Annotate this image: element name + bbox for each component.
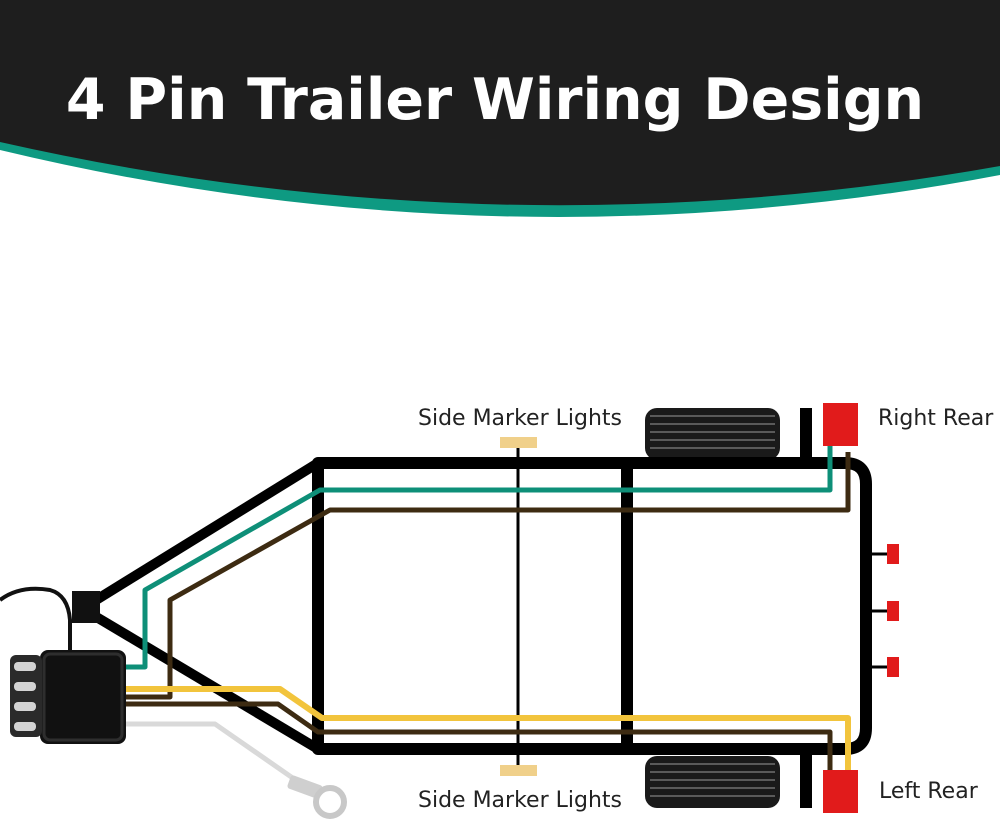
label-side-marker-top: Side Marker Lights <box>418 406 622 431</box>
tire-icon <box>645 756 780 808</box>
wire-green <box>126 446 833 670</box>
label-right-rear: Right Rear <box>878 406 994 431</box>
label-side-marker-bottom: Side Marker Lights <box>418 788 622 813</box>
wire-brown <box>126 452 851 770</box>
tail-light-icon <box>823 403 858 446</box>
connector-plug-icon <box>0 586 126 744</box>
wire-yellow <box>126 686 851 770</box>
clearance-lights <box>866 544 899 677</box>
header: 4 Pin Trailer Wiring Design <box>0 0 1000 217</box>
tail-light-icon <box>823 770 858 813</box>
marker-light-icon <box>500 437 537 448</box>
tail-light-icon <box>887 657 899 677</box>
tire-icon <box>645 408 780 460</box>
ring-terminal-icon <box>287 775 347 819</box>
page-title: 4 Pin Trailer Wiring Design <box>66 67 924 133</box>
hitch-coupler <box>72 591 100 623</box>
tail-light-icon <box>887 601 899 621</box>
label-left-rear: Left Rear <box>879 779 979 804</box>
trailer-frame-icon <box>85 408 872 808</box>
header-background <box>0 0 1000 206</box>
tail-light-icon <box>887 544 899 564</box>
marker-light-icon <box>500 765 537 776</box>
